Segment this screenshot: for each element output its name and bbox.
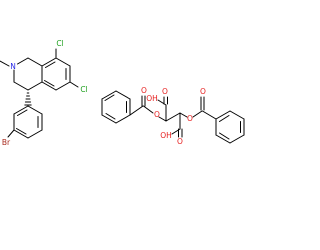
hydroxyl-top: OH [146,94,158,103]
bond [202,110,217,120]
bond [55,81,71,91]
bond [17,109,28,116]
bond [16,128,27,135]
nitrogen-atom: N [10,62,16,71]
bond [44,80,55,87]
bond [101,90,117,100]
bond [143,105,154,114]
bond [27,81,43,91]
bond [27,105,43,115]
oxygen-ester-left: O [154,110,160,119]
bond [17,57,29,65]
bond [115,114,131,124]
bond [13,105,29,115]
dibenzoyl-tartaric-acid-molecule [101,90,245,144]
bond [229,134,245,144]
hydroxyl-bottom: OH [160,131,172,140]
bond [158,116,167,122]
bond [215,134,231,144]
bond [215,110,231,120]
bond [104,94,115,101]
structure-diagram: Cl Cl N Br O O O OH O O OH O [0,39,245,147]
oxygen-ketone-left: O [141,86,147,95]
bond [55,57,71,67]
bond [219,132,230,140]
bond [27,57,43,67]
oxygen-ketone-right: O [200,87,206,96]
bond [45,61,56,68]
bond [219,115,230,122]
bond [129,105,144,116]
bond [41,81,57,91]
chlorine-atom-bottom: Cl [80,85,87,94]
bond [7,129,15,138]
bond [105,113,116,120]
bond [0,60,10,67]
bond [27,129,43,139]
oxygen-acid-top-double: O [162,87,168,96]
bond [179,112,188,118]
oxygen-acid-bottom-double: O [177,137,183,146]
atom-labels: Cl Cl N Br O O O OH O O OH O [2,39,206,147]
oxygen-ester-right: O [187,114,193,123]
chlorine-atom-top: Cl [56,39,63,48]
bond [101,114,117,124]
bond [165,112,181,122]
tetrahydroisoquinoline-molecule [0,48,79,139]
bond [115,90,131,100]
bond [69,81,79,88]
bond [229,110,245,120]
bond [13,129,29,139]
bond [13,81,29,91]
bromine-atom: Br [2,138,11,147]
bond [41,57,57,67]
bond [157,99,167,106]
stereo-hash-bond [24,92,32,106]
bond [192,110,203,118]
